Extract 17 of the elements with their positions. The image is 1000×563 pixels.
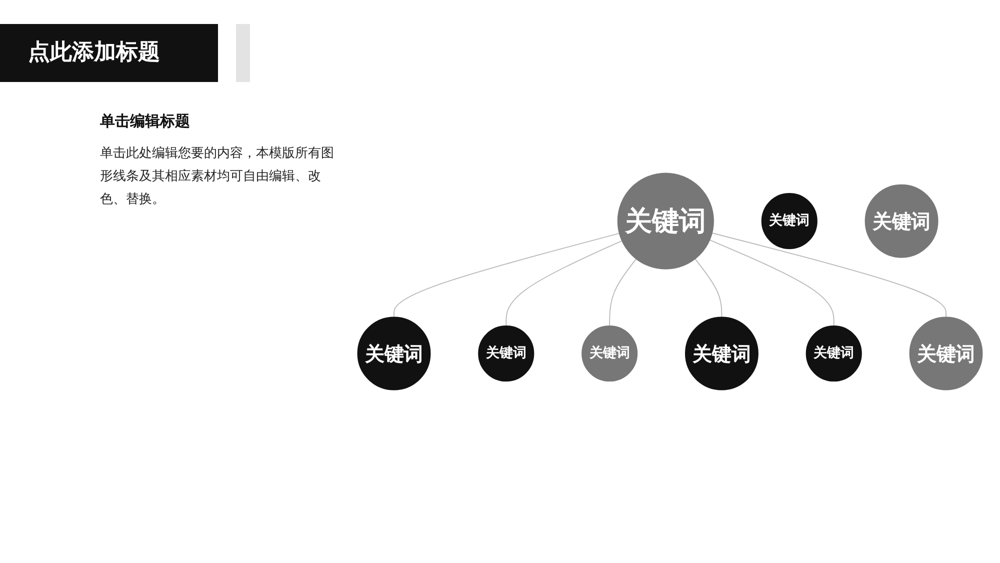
node-circle: 关键词 xyxy=(357,316,431,390)
node-circle: 关键词 xyxy=(684,316,758,390)
body-paragraph: 单击此处编辑您要的内容，本模版所有图形线条及其相应素材均可自由编辑、改色、替换。 xyxy=(100,145,335,209)
connector xyxy=(506,240,623,326)
connector xyxy=(694,258,722,318)
node-circle: 关键词 xyxy=(582,325,638,382)
node-circle: 关键词 xyxy=(909,316,983,390)
node-circle: 关键词 xyxy=(864,184,938,258)
subheading: 单击编辑标题 xyxy=(100,112,190,131)
connector xyxy=(709,239,834,326)
node-circle: 关键词 xyxy=(806,325,862,382)
connector xyxy=(394,232,620,318)
connector xyxy=(609,258,637,326)
connector xyxy=(712,232,946,318)
title-banner: 点此添加标题 xyxy=(0,24,218,82)
node-circle: 关键词 xyxy=(761,193,818,250)
node-circle: 关键词 xyxy=(478,325,534,382)
